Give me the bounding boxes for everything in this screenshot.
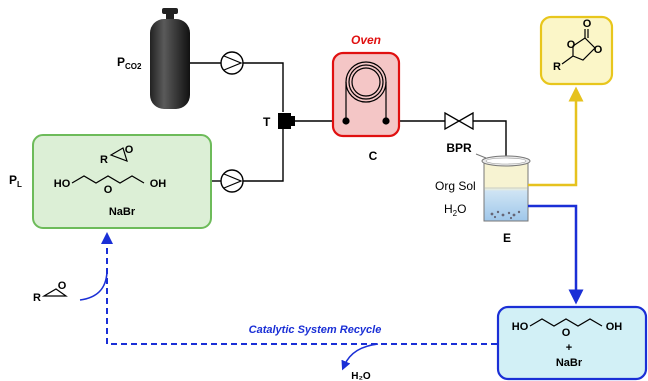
feed-mixture-structure: R O HO O OH NaBr (54, 144, 167, 218)
oven-box (331, 51, 401, 138)
bpr-valve-icon (444, 111, 474, 131)
svg-text:O: O (594, 44, 603, 56)
separator-label: E (503, 231, 511, 245)
svg-text:O: O (58, 280, 67, 292)
svg-text:NaBr: NaBr (109, 206, 136, 218)
cyclic-carbonate-structure: O O O R (553, 18, 603, 73)
svg-text:HO: HO (54, 178, 71, 190)
svg-text:O: O (567, 39, 576, 51)
recycle-peg-structure: HO O OH + NaBr (512, 318, 623, 369)
svg-text:O: O (125, 144, 134, 156)
co2-cylinder-icon (150, 8, 190, 109)
svg-text:+: + (566, 342, 572, 354)
water-removal-arrow (341, 343, 379, 371)
coil-label: C (369, 149, 378, 163)
svg-text:OH: OH (606, 321, 623, 333)
water-out-label: H₂O (351, 371, 371, 381)
co2-pump-icon (220, 51, 244, 75)
epoxide-structure: R O (33, 280, 68, 304)
svg-text:NaBr: NaBr (556, 357, 583, 369)
aqueous-phase-line (528, 204, 584, 305)
t-mixer-icon (278, 113, 295, 129)
svg-text:R: R (100, 154, 108, 166)
svg-text:R: R (553, 61, 561, 73)
liquid-pump-icon (220, 169, 244, 193)
separator-beaker-icon (475, 153, 531, 222)
pl-label: PL (9, 173, 22, 189)
tubing (190, 62, 507, 212)
tee-label: T (263, 115, 271, 129)
epoxide-feed-arrow (79, 271, 108, 301)
svg-text:R: R (33, 292, 41, 304)
svg-text:HO: HO (512, 321, 529, 333)
svg-text:OH: OH (150, 178, 167, 190)
organic-phase-line (528, 86, 584, 187)
reactor-coil-icon (342, 61, 390, 125)
recycle-label: Catalytic System Recycle (249, 324, 382, 336)
svg-text:O: O (583, 18, 592, 30)
org-sol-label: Org Sol (435, 179, 476, 193)
svg-text:O: O (104, 184, 113, 196)
svg-text:O: O (562, 327, 571, 339)
recycle-box (496, 305, 648, 381)
pco2-label: PCO2 (117, 55, 142, 71)
bpr-label: BPR (446, 141, 472, 155)
oven-label: Oven (351, 33, 381, 47)
product-box (539, 15, 614, 86)
water-label: H2O (444, 202, 466, 218)
